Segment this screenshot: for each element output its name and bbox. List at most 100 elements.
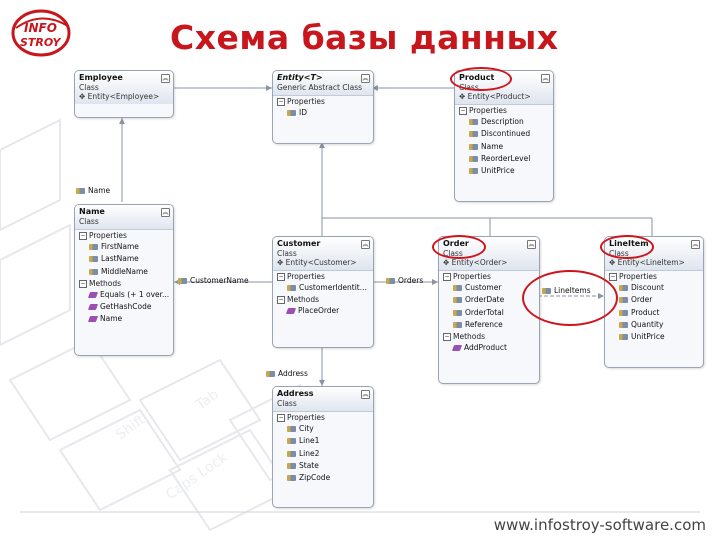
class-stereotype: Class bbox=[277, 399, 297, 408]
property-icon bbox=[287, 110, 296, 116]
collapse-icon[interactable]: ︽ bbox=[161, 208, 170, 217]
property-item[interactable]: MiddleName bbox=[75, 266, 173, 278]
property-item[interactable]: Name bbox=[455, 141, 553, 153]
properties-section[interactable]: −Properties bbox=[443, 272, 491, 281]
method-item[interactable]: PlaceOrder bbox=[273, 305, 373, 317]
property-item[interactable]: State bbox=[273, 460, 373, 472]
method-item[interactable]: GetHashCode bbox=[75, 301, 173, 313]
property-item[interactable]: LastName bbox=[75, 253, 173, 265]
property-item[interactable]: Order bbox=[605, 294, 703, 306]
property-item[interactable]: Line1 bbox=[273, 435, 373, 447]
property-icon bbox=[453, 297, 462, 304]
method-icon bbox=[285, 308, 297, 315]
association-address[interactable]: Address bbox=[266, 369, 308, 379]
page-title: Схема базы данных bbox=[170, 18, 559, 57]
property-icon bbox=[469, 168, 478, 175]
methods-section[interactable]: −Methods bbox=[79, 278, 122, 288]
class-name: Address bbox=[277, 389, 314, 398]
association-orders[interactable]: Orders bbox=[386, 276, 423, 286]
property-item[interactable]: OrderTotal bbox=[439, 307, 539, 319]
property-item[interactable]: OrderDate bbox=[439, 294, 539, 306]
method-item[interactable]: AddProduct bbox=[439, 342, 539, 354]
property-item[interactable]: Line2 bbox=[273, 448, 373, 460]
property-icon bbox=[89, 256, 98, 263]
property-icon bbox=[453, 285, 462, 291]
properties-section[interactable]: −Properties bbox=[277, 413, 325, 422]
association-icon bbox=[386, 278, 395, 284]
class-name: Entity<T> bbox=[277, 73, 323, 82]
property-icon bbox=[619, 297, 628, 304]
highlight-ring-lineitems bbox=[522, 270, 618, 326]
property-item[interactable]: ZipCode bbox=[273, 472, 373, 484]
methods-section[interactable]: −Methods bbox=[277, 295, 320, 305]
property-icon bbox=[287, 438, 296, 445]
methods-section[interactable]: −Methods bbox=[443, 332, 486, 342]
class-name-box[interactable]: Name Class ︽ −Properties FirstName LastN… bbox=[74, 204, 174, 356]
property-item[interactable]: City bbox=[273, 423, 373, 435]
svg-text:Tab: Tab bbox=[192, 387, 222, 414]
highlight-ring-order bbox=[432, 235, 486, 259]
class-employee[interactable]: Employee Class ✥ Entity<Employee> ︽ bbox=[74, 70, 174, 118]
collapse-icon[interactable]: ︽ bbox=[691, 240, 700, 249]
property-icon bbox=[469, 119, 478, 125]
collapse-icon[interactable]: ︽ bbox=[361, 390, 370, 399]
property-item[interactable]: UnitPrice bbox=[455, 165, 553, 177]
method-icon bbox=[87, 304, 99, 311]
property-item[interactable]: CustomerIdentit... bbox=[273, 282, 373, 294]
class-order[interactable]: Order Class ✥ Entity<Order> ︽ −Propertie… bbox=[438, 236, 540, 384]
property-icon bbox=[89, 244, 98, 250]
property-item[interactable]: Customer bbox=[439, 282, 539, 294]
property-icon bbox=[619, 285, 628, 291]
svg-text:STROY: STROY bbox=[20, 36, 61, 49]
class-address[interactable]: Address Class ︽ −Properties City Line1 L… bbox=[272, 386, 374, 508]
property-item[interactable]: ID bbox=[273, 107, 373, 119]
class-name: Customer bbox=[277, 239, 321, 248]
properties-section[interactable]: −Properties bbox=[277, 97, 325, 106]
highlight-ring-product bbox=[450, 67, 512, 91]
method-item[interactable]: Name bbox=[75, 313, 173, 325]
property-icon bbox=[287, 462, 296, 469]
association-customer-name[interactable]: CustomerName bbox=[178, 276, 249, 286]
footer-url[interactable]: www.infostroy-software.com bbox=[493, 516, 706, 534]
property-item[interactable]: Reference bbox=[439, 319, 539, 331]
property-icon bbox=[453, 321, 462, 328]
svg-text:INFO: INFO bbox=[24, 21, 57, 35]
property-icon bbox=[469, 143, 478, 150]
property-item[interactable]: Discontinued bbox=[455, 128, 553, 140]
property-item[interactable]: Quantity bbox=[605, 319, 703, 331]
property-icon bbox=[89, 268, 98, 275]
class-inherits: ✥ Entity<Product> bbox=[459, 92, 531, 101]
method-item[interactable]: Equals (+ 1 over... bbox=[75, 289, 173, 301]
class-name: Employee bbox=[79, 73, 123, 82]
property-icon bbox=[287, 285, 296, 291]
collapse-icon[interactable]: ︽ bbox=[527, 240, 536, 249]
property-icon bbox=[469, 155, 478, 162]
class-stereotype: Class bbox=[79, 83, 99, 92]
property-item[interactable]: FirstName bbox=[75, 241, 173, 253]
method-icon bbox=[87, 291, 99, 298]
property-item[interactable]: Discount bbox=[605, 282, 703, 294]
property-icon bbox=[619, 334, 628, 341]
property-item[interactable]: Product bbox=[605, 307, 703, 319]
class-inherits: ✥ Entity<Customer> bbox=[277, 258, 357, 267]
class-inherits: ✥ Entity<Order> bbox=[443, 258, 508, 267]
method-icon bbox=[451, 345, 463, 352]
class-entity[interactable]: Entity<T> Generic Abstract Class ︽ −Prop… bbox=[272, 70, 374, 144]
class-customer[interactable]: Customer Class ✥ Entity<Customer> ︽ −Pro… bbox=[272, 236, 374, 348]
class-name: Name bbox=[79, 207, 105, 216]
properties-section[interactable]: −Properties bbox=[459, 106, 507, 115]
association-name[interactable]: Name bbox=[76, 186, 110, 196]
collapse-icon[interactable]: ︽ bbox=[541, 74, 550, 83]
property-icon bbox=[287, 450, 296, 457]
collapse-icon[interactable]: ︽ bbox=[361, 240, 370, 249]
collapse-icon[interactable]: ︽ bbox=[161, 74, 170, 83]
properties-section[interactable]: −Properties bbox=[277, 272, 325, 281]
property-item[interactable]: ReorderLevel bbox=[455, 153, 553, 165]
property-item[interactable]: UnitPrice bbox=[605, 331, 703, 343]
properties-section[interactable]: −Properties bbox=[79, 231, 127, 240]
property-item[interactable]: Description bbox=[455, 116, 553, 128]
collapse-icon[interactable]: ︽ bbox=[361, 74, 370, 83]
properties-section[interactable]: −Properties bbox=[609, 272, 657, 281]
property-icon bbox=[287, 475, 296, 482]
class-stereotype: Generic Abstract Class bbox=[277, 83, 363, 92]
